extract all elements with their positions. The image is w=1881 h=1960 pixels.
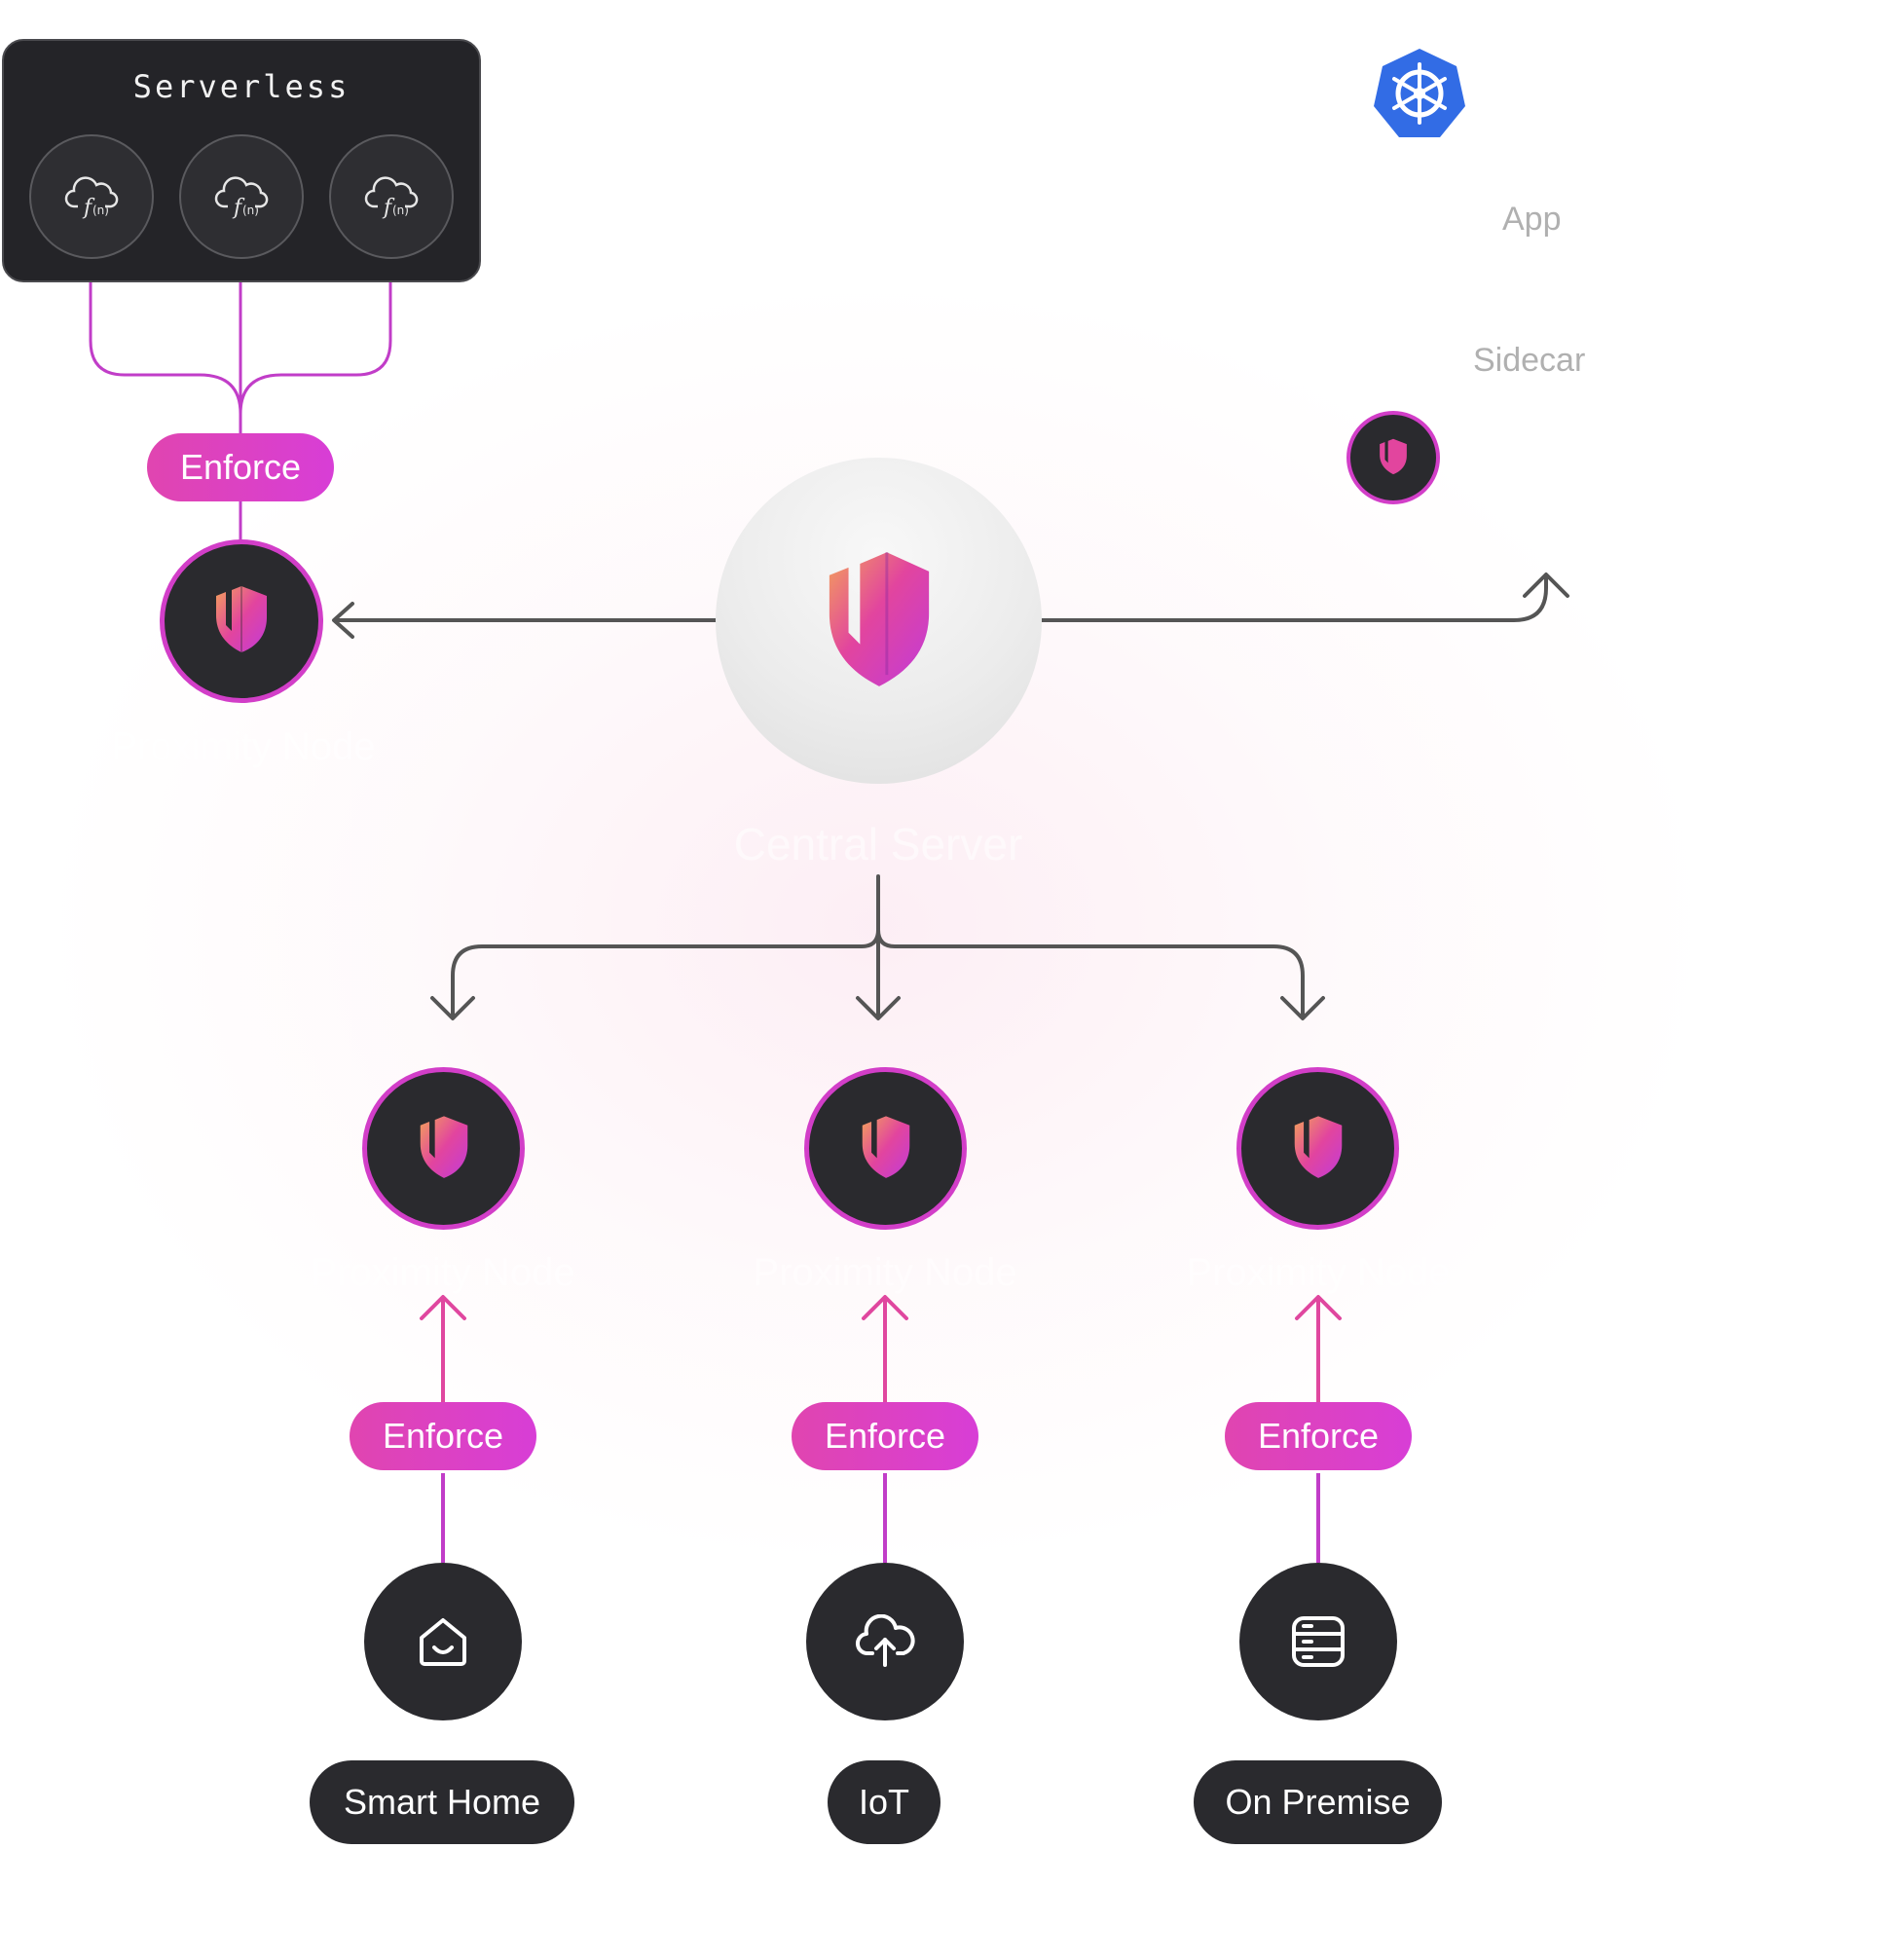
central-server — [716, 458, 1042, 784]
svg-text:(n): (n) — [242, 203, 259, 217]
server-icon — [1239, 1563, 1397, 1720]
shield-icon — [420, 1115, 467, 1178]
serverless-proximity-node — [160, 539, 323, 703]
serverless-panel: Serverless f(n) f(n) f(n) — [2, 39, 481, 282]
enforce-badge-iot: Enforce — [792, 1402, 978, 1470]
cloud-upload-icon — [806, 1563, 964, 1720]
svg-text:(n): (n) — [392, 203, 409, 217]
proximity-node-iot — [804, 1067, 967, 1230]
shield-icon — [1380, 438, 1407, 475]
cloud-function-icon: f(n) — [29, 134, 154, 259]
sidecar-label: Sidecar — [1473, 342, 1586, 379]
serverless-enforce-badge: Enforce — [147, 433, 334, 501]
enforce-badge-smart-home: Enforce — [350, 1402, 536, 1470]
on-premise-label: On Premise — [1194, 1760, 1442, 1844]
proximity-node-label: Proximity Node — [1186, 1251, 1451, 1294]
iot-label: IoT — [828, 1760, 940, 1844]
proximity-node-label: Proximity Node — [311, 1251, 575, 1294]
serverless-wire-left — [89, 255, 242, 415]
sidecar-proximity-node — [1346, 411, 1440, 504]
arrowhead-left — [332, 602, 354, 639]
arrowhead-up — [1523, 573, 1569, 598]
tree-branch-left — [451, 928, 880, 1019]
shield-icon — [862, 1115, 909, 1178]
central-server-label: Central Server — [733, 819, 1023, 869]
shield-icon — [829, 551, 929, 686]
cloud-function-icon: f(n) — [179, 134, 304, 259]
proximity-node-smart-home — [362, 1067, 525, 1230]
serverless-node-label: Proximity Node — [111, 725, 376, 768]
cloud-function-icon: f(n) — [329, 134, 454, 259]
arrowhead-down-center — [856, 996, 901, 1020]
proximity-node-on-premise — [1236, 1067, 1399, 1230]
kubernetes-icon — [1373, 47, 1466, 142]
arrowhead-down-right — [1280, 996, 1325, 1020]
enforce-badge-on-premise: Enforce — [1225, 1402, 1412, 1470]
svg-text:(n): (n) — [92, 203, 109, 217]
serverless-title: Serverless — [132, 68, 350, 105]
tree-branch-right — [876, 928, 1305, 1019]
shield-icon — [1294, 1115, 1342, 1178]
serverless-wire-right — [239, 255, 392, 415]
smart-home-icon — [364, 1563, 522, 1720]
app-label: App — [1502, 201, 1562, 238]
shield-icon — [216, 586, 267, 652]
proximity-node-label: Proximity Node — [753, 1251, 1017, 1294]
arrowhead-down-left — [430, 996, 475, 1020]
arrow-to-kubernetes — [1040, 574, 1548, 622]
sidecar-proximity-label: Proximity — [1470, 436, 1606, 473]
smart-home-label: Smart Home — [310, 1760, 574, 1844]
